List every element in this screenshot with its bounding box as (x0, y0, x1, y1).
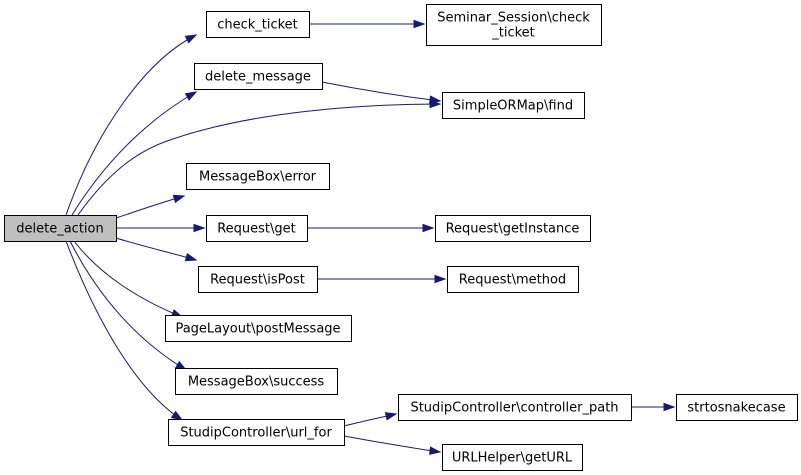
node-box[interactable] (194, 63, 323, 90)
edge-request_ispost-to-request_method (317, 274, 447, 284)
edge-line (77, 103, 441, 216)
node-box[interactable] (426, 4, 602, 46)
edge-delete_action-to-delete_message (71, 91, 198, 216)
edge-line (71, 91, 197, 216)
arrow-head-icon (413, 19, 426, 29)
node-label: MessageBox\success (188, 375, 325, 390)
node-label: PageLayout\postMessage (175, 322, 340, 337)
node-studipcontroller_url_for[interactable]: StudipController\url_for (168, 419, 345, 446)
edge-delete_action-to-request_ispost (115, 237, 198, 262)
arrow-head-icon (663, 402, 676, 412)
node-box[interactable] (4, 215, 117, 242)
edge-delete_action-to-simpleormap_find (77, 99, 442, 216)
edge-line (321, 81, 441, 102)
edge-delete_action-to-studipcontroller_url_for (65, 240, 184, 421)
node-delete_message[interactable]: delete_message (194, 63, 323, 90)
node-label: MessageBox\error (199, 170, 317, 185)
node-label: Request\isPost (210, 273, 305, 288)
arrow-head-icon (384, 412, 398, 421)
arrow-head-icon (170, 410, 184, 421)
node-request_get[interactable]: Request\get (206, 215, 308, 242)
node-box[interactable] (165, 315, 352, 342)
edge-line (115, 237, 197, 261)
edge-studipcontroller_url_for-to-urlhelper_geturl (343, 435, 442, 455)
node-box[interactable] (198, 266, 318, 293)
arrow-head-icon (434, 274, 447, 284)
node-label: delete_message (205, 70, 311, 85)
node-messagebox_success[interactable]: MessageBox\success (175, 368, 338, 395)
edge-delete_message-to-simpleormap_find (321, 81, 442, 104)
node-box[interactable] (435, 215, 591, 242)
edge-delete_action-to-pagelayout_postmessage (73, 240, 184, 318)
arrow-head-icon (184, 91, 198, 101)
node-box[interactable] (168, 419, 345, 446)
arrow-head-icon (172, 194, 186, 204)
node-messagebox_error[interactable]: MessageBox\error (186, 163, 330, 190)
arrow-head-icon (184, 34, 198, 44)
edge-delete_action-to-check_ticket (65, 34, 198, 216)
edge-line (65, 240, 183, 421)
node-label: Request\get (217, 222, 296, 237)
edge-layer (65, 19, 676, 455)
node-box[interactable] (186, 163, 330, 190)
node-box[interactable] (442, 444, 583, 471)
arrow-head-icon (184, 252, 198, 262)
node-studipcontroller_controller_path[interactable]: StudipController\controller_path (398, 394, 632, 421)
node-box[interactable] (676, 394, 798, 421)
edge-line (73, 240, 183, 318)
edge-delete_action-to-request_get (116, 223, 206, 233)
edge-line (69, 240, 187, 371)
node-label: SimpleORMap\find (453, 99, 573, 114)
node-label: Request\getInstance (446, 222, 580, 237)
edge-line (343, 435, 441, 453)
node-box[interactable] (206, 11, 310, 38)
node-label: strtosnakecase (687, 401, 785, 416)
node-label: URLHelper\getURL (452, 451, 573, 466)
node-urlhelper_geturl[interactable]: URLHelper\getURL (442, 444, 583, 471)
edge-check_ticket-to-seminar_session_check_ticket (309, 19, 426, 29)
node-box[interactable] (175, 368, 338, 395)
edge-request_get-to-request_getinstance (307, 223, 435, 233)
node-box[interactable] (206, 215, 308, 242)
arrow-head-icon (429, 446, 442, 455)
node-seminar_session_check_ticket[interactable]: Seminar_Session\check_ticket (426, 4, 602, 46)
node-label: delete_action (16, 222, 103, 237)
node-simpleormap_find[interactable]: SimpleORMap\find (442, 92, 585, 119)
node-label: Seminar_Session\check (437, 11, 590, 26)
node-box[interactable] (442, 92, 585, 119)
arrow-head-icon (193, 223, 206, 233)
edge-line (65, 34, 197, 216)
node-layer: delete_action check_ticket Seminar_Session… (4, 4, 798, 471)
node-label: StudipController\controller_path (410, 401, 618, 416)
node-request_ispost[interactable]: Request\isPost (198, 266, 318, 293)
node-check_ticket[interactable]: check_ticket (206, 11, 310, 38)
edge-delete_action-to-messagebox_error (115, 194, 186, 219)
arrow-head-icon (422, 223, 435, 233)
node-label: Request\method (459, 273, 566, 288)
node-request_method[interactable]: Request\method (447, 266, 579, 293)
edge-line (115, 195, 185, 219)
node-box[interactable] (447, 266, 579, 293)
node-delete_action[interactable]: delete_action (4, 215, 117, 242)
node-label: StudipController\url_for (180, 426, 332, 441)
edge-studipcontroller_controller_path-to-strtosnakecase (631, 402, 676, 412)
node-request_getinstance[interactable]: Request\getInstance (435, 215, 591, 242)
arrow-head-icon (429, 95, 442, 104)
node-label: _ticket (491, 26, 535, 41)
edge-studipcontroller_url_for-to-studipcontroller_controller_path (343, 412, 398, 427)
edge-delete_action-to-messagebox_success (69, 240, 188, 371)
node-strtosnakecase[interactable]: strtosnakecase (676, 394, 798, 421)
node-box[interactable] (398, 394, 632, 421)
node-label: check_ticket (217, 18, 298, 33)
node-pagelayout_postmessage[interactable]: PageLayout\postMessage (165, 315, 352, 342)
